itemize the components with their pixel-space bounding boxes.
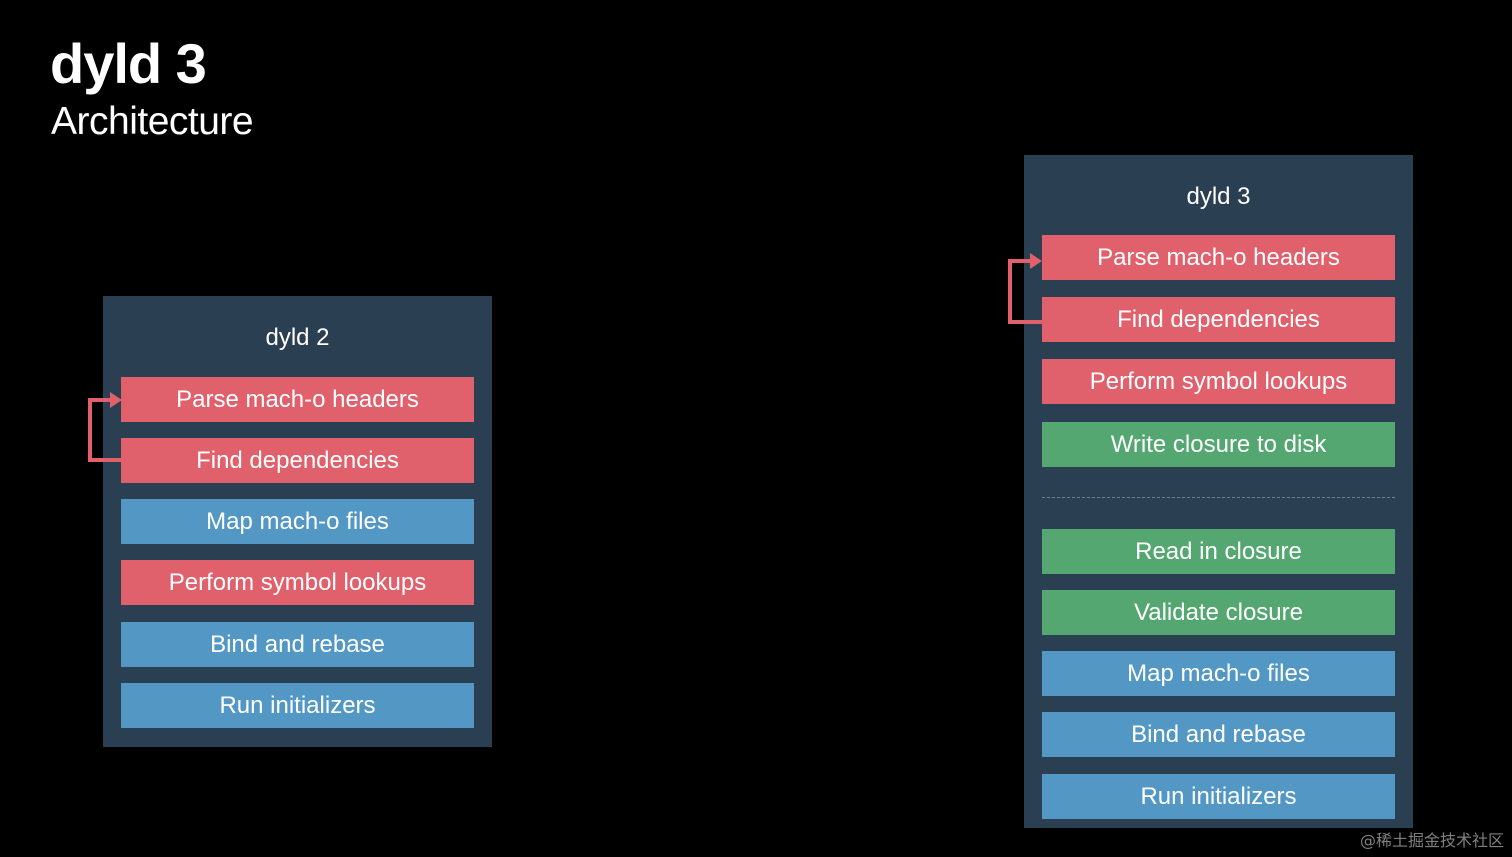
- dyld3-loop-arrow-icon: [1008, 253, 1042, 324]
- slide-title: dyld 3: [50, 32, 207, 95]
- dyld3-step-write-closure: Write closure to disk: [1042, 422, 1395, 467]
- dyld2-step-find-dependencies: Find dependencies: [121, 438, 474, 483]
- dyld2-loop-arrow-icon: [88, 392, 122, 462]
- slide-subtitle: Architecture: [51, 100, 254, 143]
- dyld3-panel: dyld 3 Parse mach-o headers Find depende…: [1024, 155, 1413, 828]
- dyld3-phase-divider: [1042, 497, 1395, 498]
- dyld3-step-bind-rebase: Bind and rebase: [1042, 712, 1395, 757]
- dyld2-step-parse-headers: Parse mach-o headers: [121, 377, 474, 422]
- watermark: @稀土掘金技术社区: [1359, 831, 1504, 850]
- dyld2-step-run-initializers: Run initializers: [121, 683, 474, 728]
- dyld2-step-map-files: Map mach-o files: [121, 499, 474, 544]
- dyld2-panel: dyld 2 Parse mach-o headers Find depende…: [103, 296, 492, 747]
- dyld3-step-validate-closure: Validate closure: [1042, 590, 1395, 635]
- dyld3-step-map-files: Map mach-o files: [1042, 651, 1395, 696]
- dyld3-step-parse-headers: Parse mach-o headers: [1042, 235, 1395, 280]
- dyld3-step-find-dependencies: Find dependencies: [1042, 297, 1395, 342]
- dyld2-step-bind-rebase: Bind and rebase: [121, 622, 474, 667]
- dyld3-panel-title: dyld 3: [1186, 183, 1251, 210]
- dyld2-step-symbol-lookups: Perform symbol lookups: [121, 560, 474, 605]
- dyld3-step-run-initializers: Run initializers: [1042, 774, 1395, 819]
- dyld3-step-symbol-lookups: Perform symbol lookups: [1042, 359, 1395, 404]
- dyld2-panel-title: dyld 2: [265, 324, 330, 351]
- dyld3-step-read-closure: Read in closure: [1042, 529, 1395, 574]
